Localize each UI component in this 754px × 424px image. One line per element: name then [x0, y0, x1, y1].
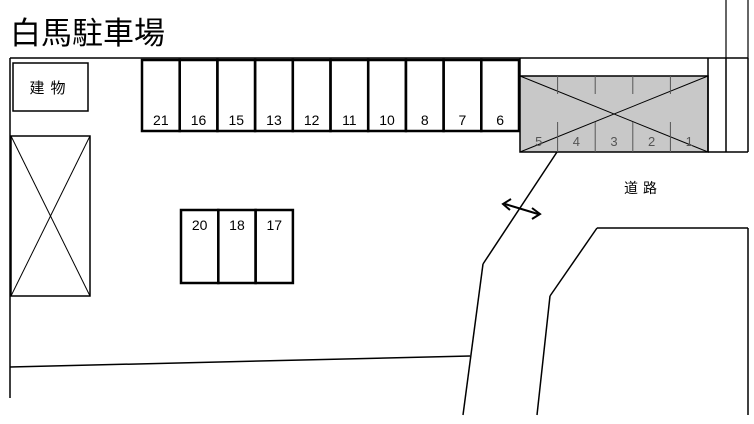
- stall-number: 11: [342, 112, 357, 128]
- top-row-stalls: 21 16 15 13 12 11 10 8 7 6: [140, 58, 521, 133]
- stall-number: 8: [421, 112, 429, 128]
- road-label: 道路: [624, 181, 662, 197]
- stall-6: [480, 58, 521, 133]
- left-crossed-area: [10, 135, 91, 297]
- stall-number: 16: [191, 112, 207, 128]
- building-box: [12, 62, 89, 112]
- stall-number: 7: [459, 112, 467, 128]
- stall-number: 12: [304, 112, 320, 128]
- stall-number: 20: [192, 217, 208, 233]
- building-label: 建物: [29, 78, 72, 97]
- stall-number: 10: [379, 112, 395, 128]
- stall-number: 18: [229, 217, 245, 233]
- entrance-arrow: [501, 198, 542, 220]
- stall-17: [254, 208, 295, 285]
- road-line-right-upper: [549, 227, 598, 297]
- crossed-stall-number: 5: [535, 134, 542, 149]
- crossed-stall-number: 1: [686, 134, 693, 149]
- stall-number: 21: [153, 112, 169, 128]
- page-title: 白馬駐車場: [10, 16, 165, 52]
- crossed-stall-number: 3: [610, 134, 617, 149]
- stall-number: 6: [496, 112, 504, 128]
- crossed-stalls: 5 4 3 2 1: [519, 58, 709, 153]
- lower-stalls: 20 18 17: [179, 208, 295, 285]
- lot-bottom-boundary: [9, 355, 471, 368]
- crossed-stall-number: 2: [648, 134, 655, 149]
- stall-number: 15: [228, 112, 244, 128]
- road-line-right-lower: [536, 295, 551, 416]
- stall-number: 13: [266, 112, 282, 128]
- road-line-left-lower: [462, 263, 484, 416]
- crossed-stall-number: 4: [573, 134, 580, 149]
- stall-number: 17: [266, 217, 282, 233]
